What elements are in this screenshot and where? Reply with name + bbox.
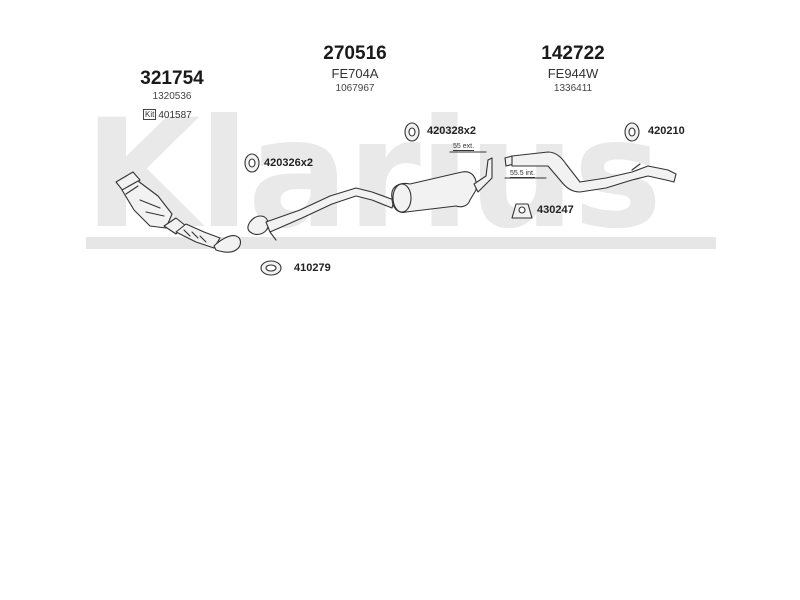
center-silencer-drawing	[391, 157, 493, 213]
accessory-label: 410279	[294, 262, 331, 274]
watermark-band	[86, 237, 716, 249]
accessory-label: 420210	[648, 125, 685, 137]
hanger-bracket-icon	[511, 203, 533, 219]
part-catalytic-converter: 321754 1320536	[132, 68, 212, 104]
part-center-silencer: 270516 FE704A 1067967	[310, 43, 400, 96]
part-oe-ref: 1067967	[335, 83, 375, 94]
catalytic-converter-drawing	[115, 171, 242, 253]
rubber-mount-icon	[244, 153, 260, 173]
kit-number: 401587	[158, 110, 192, 121]
kit-badge: Kit	[143, 109, 157, 120]
part-code: FE944W	[547, 66, 599, 81]
rubber-mount-icon	[624, 122, 640, 142]
dimension-ext: 55 ext.	[453, 143, 475, 151]
part-oe-ref: 1336411	[553, 83, 593, 94]
part-rear-pipe: 142722 FE944W 1336411	[528, 43, 618, 96]
part-number: 270516	[323, 43, 387, 64]
rubber-mount-icon	[404, 122, 420, 142]
front-pipe-drawing	[247, 187, 395, 241]
gasket-ring-icon	[260, 260, 282, 276]
part-number: 142722	[541, 43, 605, 64]
part-oe-ref: 1320536	[152, 91, 192, 102]
accessory-label: 430247	[537, 204, 574, 216]
dimension-int: 55.5 int.	[510, 170, 535, 178]
accessory-label: 420326x2	[264, 157, 313, 169]
part-code: FE704A	[331, 66, 379, 81]
part-number: 321754	[140, 68, 204, 89]
rear-pipe-drawing	[504, 151, 677, 193]
accessory-label: 420328x2	[427, 125, 476, 137]
